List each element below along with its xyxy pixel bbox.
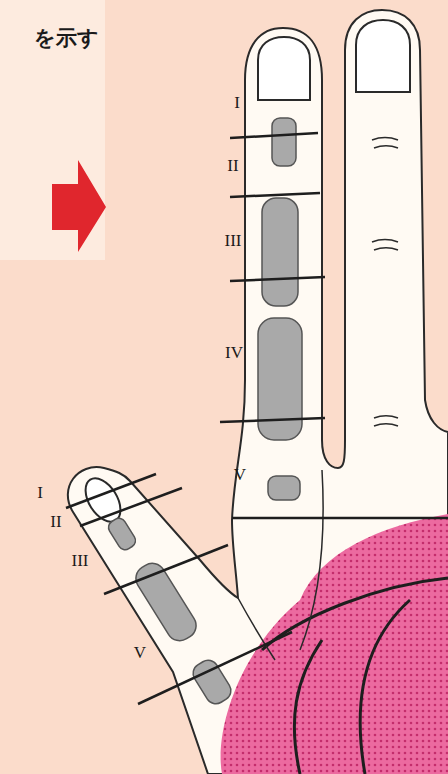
zone-line [230, 133, 318, 138]
metacarpal-head [268, 476, 300, 500]
zone-number: V [234, 466, 246, 483]
fingernail [356, 20, 410, 92]
thumb-distal-phalanx [106, 516, 138, 553]
proximal-phalanx [258, 318, 302, 440]
distal-phalanx [272, 118, 296, 166]
zone-number: I [37, 484, 43, 501]
palm-crease [262, 578, 448, 650]
zone-number: II [50, 513, 61, 530]
zone-line [230, 193, 320, 197]
hand-outline [68, 10, 448, 774]
fingernail [258, 37, 310, 100]
finger-crease [374, 416, 398, 426]
pointer-arrow [52, 160, 106, 252]
palm-line [300, 470, 323, 650]
zone-number: V [134, 644, 146, 661]
zone-line [104, 545, 228, 594]
palm-area [221, 514, 448, 774]
finger-crease [372, 240, 398, 250]
zone-number: III [225, 232, 242, 249]
zone-number: IV [225, 344, 243, 361]
text-panel [0, 0, 105, 260]
zone-number: II [227, 157, 238, 174]
middle-phalanx [262, 198, 298, 306]
zone-line [80, 488, 182, 526]
palm-line [238, 598, 275, 660]
zone-number: III [72, 552, 89, 569]
thumb-metacarpal [189, 656, 234, 707]
zone-line [232, 517, 448, 520]
thumb-proximal-phalanx [131, 558, 201, 645]
palm-crease [294, 640, 322, 774]
palm-crease [360, 600, 410, 774]
zone-number: I [234, 94, 240, 111]
zone-line [138, 632, 292, 704]
finger-crease [372, 138, 398, 148]
zone-line [230, 277, 325, 281]
caption-fragment: を示す [34, 28, 99, 49]
zone-line [220, 418, 325, 422]
